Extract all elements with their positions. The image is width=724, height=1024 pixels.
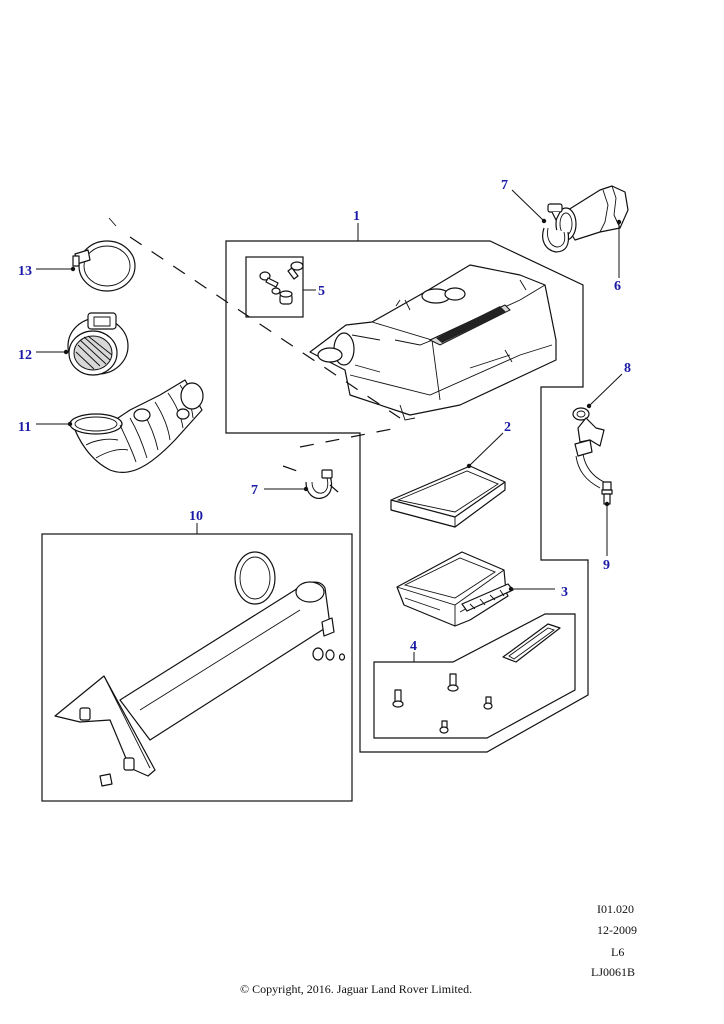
part-7-hose-clamp-lower: [305, 469, 333, 499]
callout-11[interactable]: 11: [18, 420, 31, 435]
dashed-guide-upper: [129, 236, 401, 419]
callout-7-lower[interactable]: 7: [251, 483, 258, 498]
reference-date: 12-2009: [597, 923, 637, 937]
callout-2[interactable]: 2: [504, 420, 511, 435]
callout-3[interactable]: 3: [561, 585, 568, 600]
callout-6[interactable]: 6: [614, 279, 621, 294]
part-7-hose-clamp-upper: [542, 203, 570, 253]
dashed-guide-lower-2: [329, 484, 339, 493]
callout-4[interactable]: 4: [410, 639, 417, 654]
callout-9[interactable]: 9: [603, 558, 610, 573]
leader-8: [588, 373, 623, 407]
part-8-breather-hose: [572, 407, 605, 489]
leader-7a: [511, 189, 545, 222]
copyright-notice: © Copyright, 2016. Jaguar Land Rover Lim…: [240, 982, 473, 996]
callout-1[interactable]: 1: [353, 209, 360, 224]
part-4-box: [373, 613, 576, 739]
part-13-clamp: [72, 240, 136, 292]
dashed-guide-top: [108, 217, 117, 227]
callout-7-upper[interactable]: 7: [501, 178, 508, 193]
part-3-lower-housing: [396, 551, 514, 627]
part-9-bolt: [601, 481, 613, 505]
part-4-screws: [392, 673, 493, 734]
leader-2: [468, 432, 504, 467]
reference-code: I01.020: [597, 902, 634, 916]
callout-10[interactable]: 10: [189, 509, 203, 524]
part-12-maf-sensor: [67, 312, 129, 376]
callout-12[interactable]: 12: [18, 348, 32, 363]
part-5-box: [245, 256, 304, 318]
part-11-intake-hose: [69, 379, 204, 474]
dashed-guide-lower: [282, 465, 301, 473]
part-2-filter-element: [390, 465, 506, 528]
air-cleaner-cover: [309, 264, 557, 421]
reference-variant: L6: [611, 945, 625, 959]
part-4-seal: [502, 623, 561, 663]
reference-drawing: LJ0061B: [591, 965, 636, 979]
callout-8[interactable]: 8: [624, 361, 631, 376]
callout-5[interactable]: 5: [318, 284, 325, 299]
assembly-outline: [225, 240, 589, 753]
part-5-fasteners: [259, 261, 304, 305]
callout-13[interactable]: 13: [18, 264, 32, 279]
dashed-guide-hose: [299, 426, 403, 448]
part-10-resonator: [54, 551, 346, 787]
